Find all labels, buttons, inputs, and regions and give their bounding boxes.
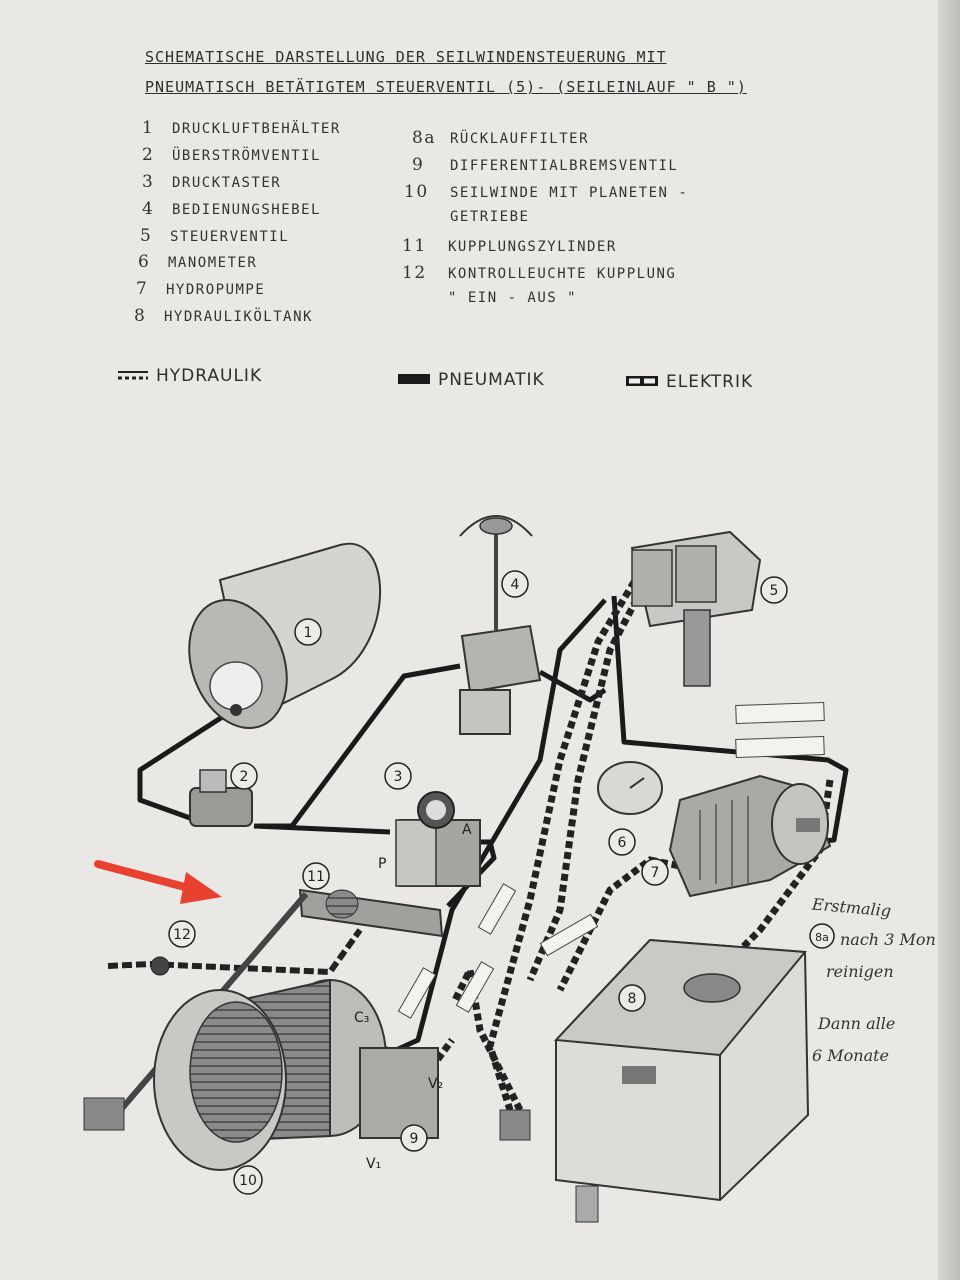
page-shadow bbox=[938, 0, 960, 1280]
callout-7: 7 bbox=[651, 865, 660, 881]
callout-12: 12 bbox=[173, 927, 191, 943]
callout-10: 10 bbox=[239, 1173, 257, 1189]
callout-2: 2 bbox=[240, 769, 249, 785]
air-tank bbox=[188, 542, 381, 729]
electric-line-icon bbox=[626, 372, 658, 392]
legend-item-continued: " EIN - AUS " bbox=[448, 290, 578, 306]
port-v2-label: V₂ bbox=[428, 1076, 443, 1092]
overflow-valve bbox=[189, 769, 253, 827]
callouts bbox=[168, 570, 835, 1195]
handwritten-note-line: nach 3 Mon bbox=[840, 930, 936, 949]
handwritten-note-line: 6 Monate bbox=[812, 1046, 890, 1065]
callout-9: 9 bbox=[410, 1131, 419, 1147]
control-valve bbox=[630, 530, 762, 687]
callout-11: 11 bbox=[307, 869, 325, 885]
hydraulic-pump bbox=[668, 774, 832, 898]
callout-4: 4 bbox=[511, 577, 520, 593]
callout-8: 8 bbox=[628, 991, 637, 1007]
title-line-1: SCHEMATISCHE DARSTELLUNG DER SEILWINDENS… bbox=[145, 48, 667, 66]
handwritten-note-line: reinigen bbox=[826, 962, 894, 981]
port-p-label: P bbox=[378, 856, 386, 872]
key-hydraulik: HYDRAULIK bbox=[118, 366, 262, 386]
control-lever bbox=[459, 515, 542, 735]
callout-1: 1 bbox=[304, 625, 313, 641]
legend-item-continued: GETRIEBE bbox=[450, 209, 530, 225]
winch-drum: C₃ V₂ V₁ bbox=[83, 978, 443, 1172]
callout-numbers: 1 2 3 4 5 6 7 8 9 10 11 12 8a bbox=[173, 577, 829, 1189]
key-pneumatik: PNEUMATIK bbox=[398, 370, 545, 390]
port-v1-label: V₁ bbox=[366, 1156, 381, 1172]
callout-6: 6 bbox=[618, 835, 627, 851]
electric-lines bbox=[107, 928, 363, 976]
indicator-lamp bbox=[150, 956, 170, 976]
callout-5: 5 bbox=[770, 583, 779, 599]
port-c3-label: C₃ bbox=[354, 1010, 369, 1026]
red-arrow-annotation bbox=[94, 860, 222, 904]
hydraulic-oil-tank bbox=[499, 938, 810, 1223]
port-a-label: A bbox=[462, 822, 472, 838]
pressure-switch: P A bbox=[378, 791, 481, 887]
manometer bbox=[597, 761, 663, 815]
handwritten-note-line: Dann alle bbox=[818, 1014, 896, 1033]
line-tags bbox=[397, 701, 825, 1019]
title-line-2: PNEUMATISCH BETÄTIGTEM STEUERVENTIL (5)-… bbox=[145, 78, 747, 96]
pneumatic-line-icon bbox=[398, 370, 430, 390]
key-elektrik: ELEKTRIK bbox=[626, 372, 753, 392]
callout-8a: 8a bbox=[815, 931, 829, 944]
hydraulic-line-icon bbox=[118, 366, 148, 386]
callout-3: 3 bbox=[394, 769, 403, 785]
